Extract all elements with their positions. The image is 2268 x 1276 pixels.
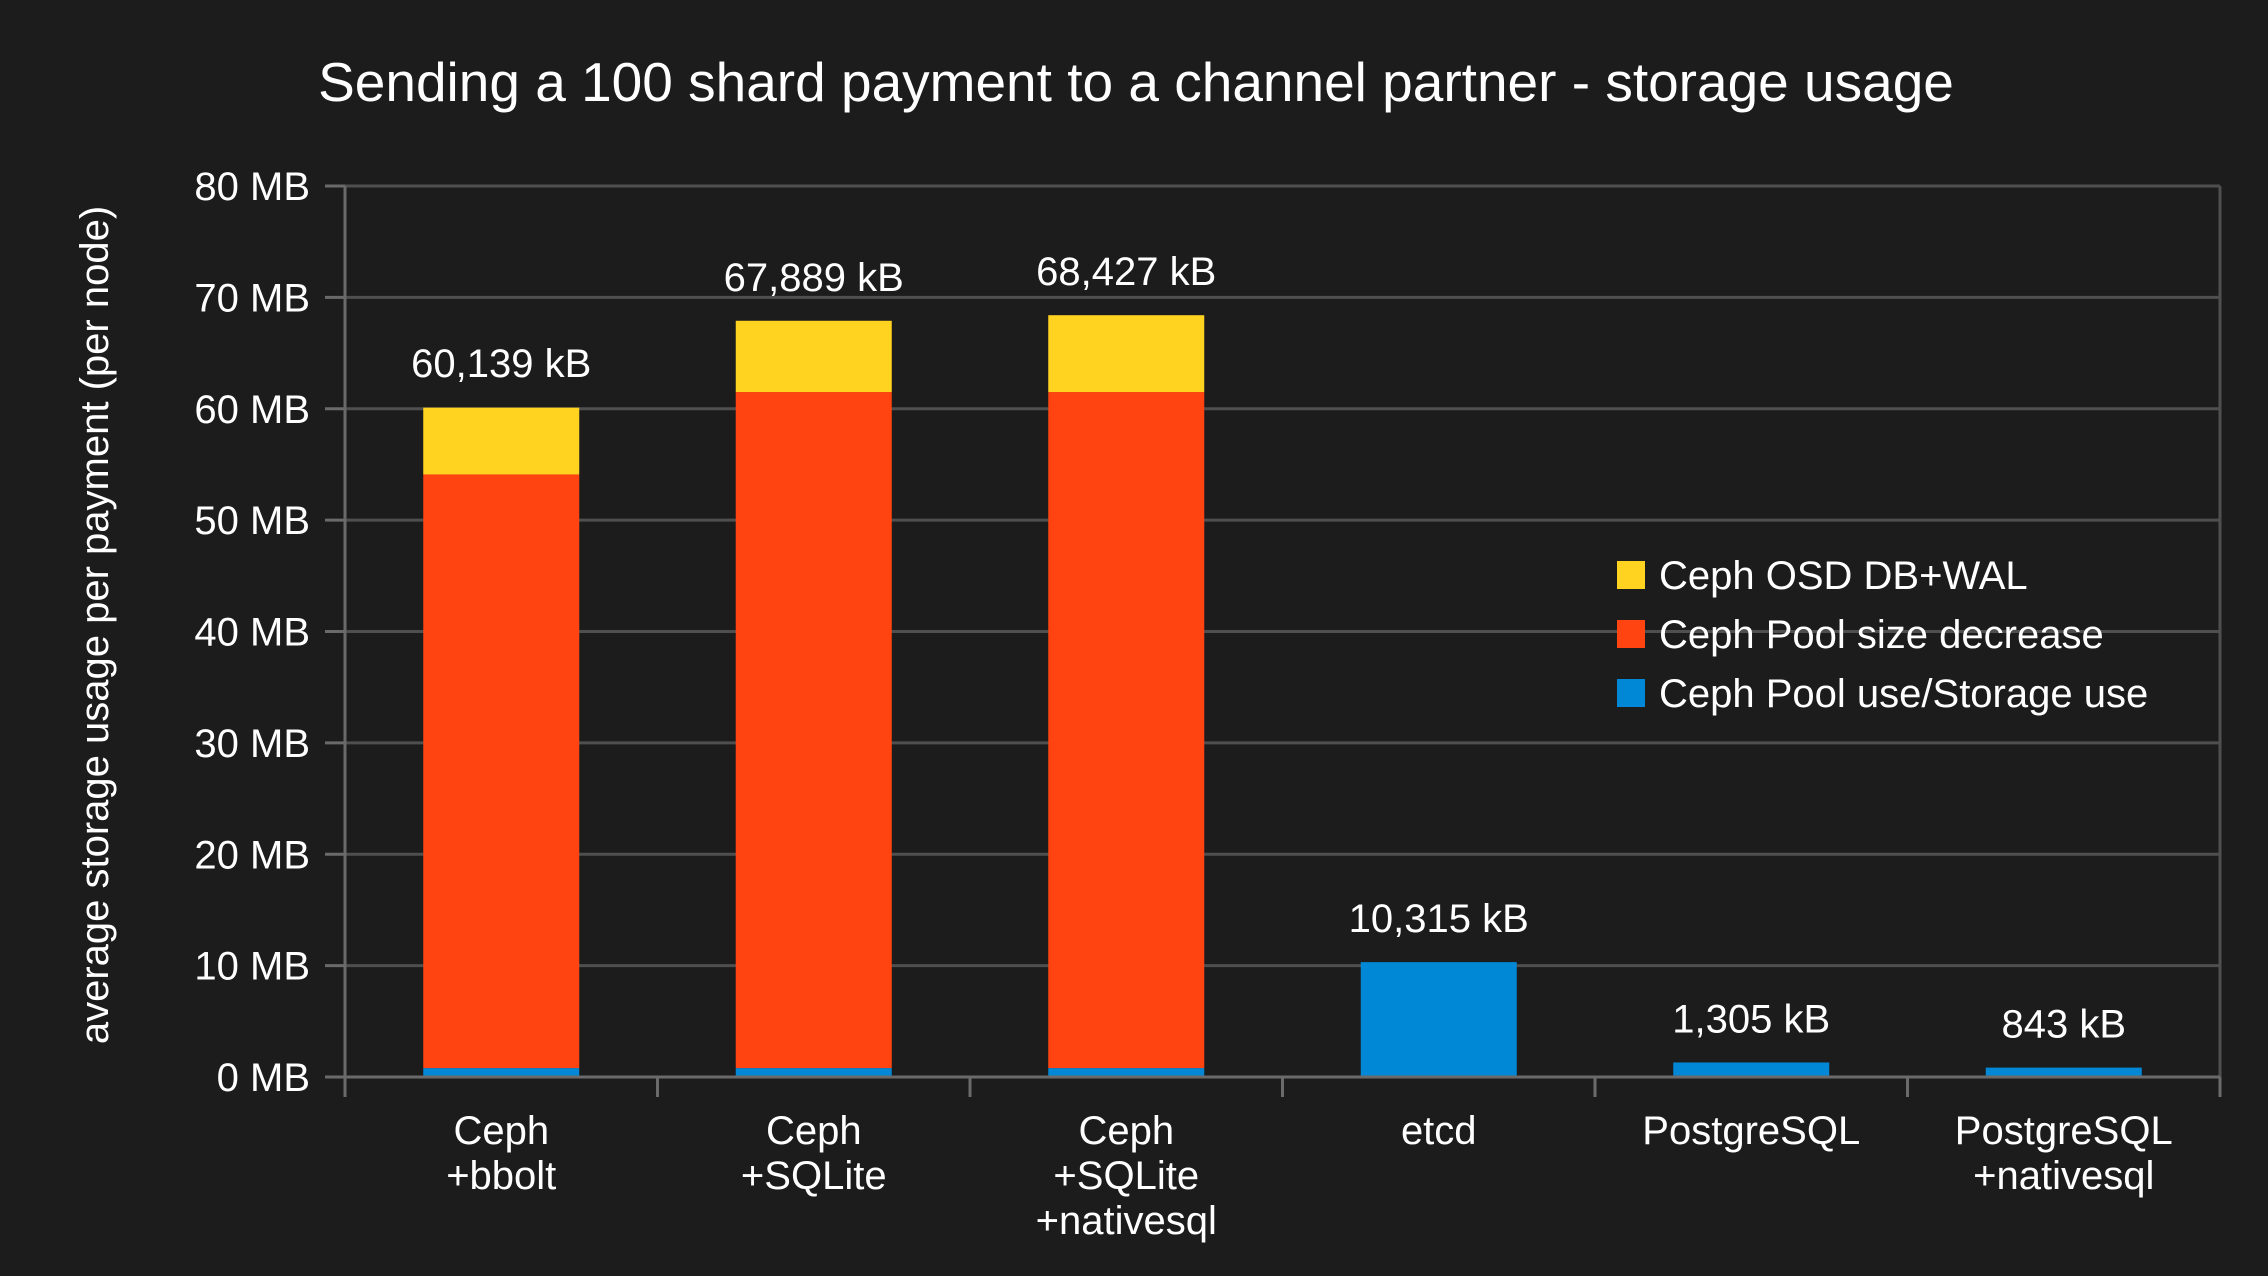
bar-segment (735, 1068, 892, 1077)
legend: Ceph OSD DB+WAL Ceph Pool size decreaseCe… (1617, 554, 2148, 716)
legend-swatch (1617, 620, 1645, 648)
legend-label: Ceph OSD DB+WAL (1659, 554, 2028, 598)
y-tick-label: 50 MB (194, 499, 310, 543)
x-category-label: Ceph (766, 1109, 862, 1153)
bar-segment (423, 474, 580, 1069)
bar-segment (1048, 392, 1205, 1069)
bar-segment (1048, 315, 1205, 393)
bars (423, 315, 2142, 1077)
x-category-label: +nativesql (1973, 1154, 2154, 1198)
legend-label: Ceph Pool size decrease (1659, 613, 2104, 657)
chart-title: Sending a 100 shard payment to a channel… (318, 51, 1954, 113)
bar-segment (1985, 1067, 2142, 1077)
bar-total-label: 843 kB (2001, 1003, 2126, 1047)
y-axis-label: average storage usage per payment (per n… (73, 206, 117, 1044)
legend-swatch (1617, 679, 1645, 707)
x-category-label: +SQLite (741, 1154, 887, 1198)
x-category-label: +nativesql (1036, 1199, 1217, 1243)
legend-swatch (1617, 561, 1645, 589)
legend-label: Ceph Pool use/Storage use (1659, 672, 2148, 716)
axes (325, 184, 2222, 1097)
x-category-label: etcd (1401, 1109, 1477, 1153)
bar-segment (735, 320, 892, 393)
y-tick-label: 70 MB (194, 276, 310, 320)
bar-total-label: 60,139 kB (411, 342, 591, 386)
bar-total-label: 10,315 kB (1349, 897, 1529, 941)
bar-total-label: 67,889 kB (724, 256, 904, 300)
y-tick-label: 80 MB (194, 165, 310, 209)
grid-lines (345, 184, 2222, 1079)
y-tick-label: 60 MB (194, 388, 310, 432)
x-category-label: PostgreSQL (1642, 1109, 1860, 1153)
y-tick-label: 40 MB (194, 611, 310, 655)
y-tick-label: 30 MB (194, 722, 310, 766)
y-tick-label: 20 MB (194, 833, 310, 877)
bar-total-label: 1,305 kB (1672, 997, 1830, 1041)
y-tick-label: 0 MB (217, 1056, 310, 1100)
x-category-label: Ceph (1078, 1109, 1174, 1153)
bar-total-label: 68,427 kB (1036, 250, 1216, 294)
bar-segment (423, 1068, 580, 1077)
bar-segment (1673, 1062, 1830, 1077)
bar-segment (1048, 1068, 1205, 1077)
x-category-label: Ceph (453, 1109, 549, 1153)
data-labels: 0 MB 10 MB 20 MB 30 MB 40 MB 50 MB 60 MB 70 MB 8… (194, 165, 2172, 1243)
bar-segment (1360, 962, 1517, 1077)
x-category-label: +SQLite (1053, 1154, 1199, 1198)
x-category-label: PostgreSQL (1955, 1109, 2173, 1153)
bar-segment (735, 392, 892, 1069)
x-category-label: +bbolt (446, 1154, 556, 1198)
bar-segment (423, 407, 580, 475)
y-tick-label: 10 MB (194, 945, 310, 989)
